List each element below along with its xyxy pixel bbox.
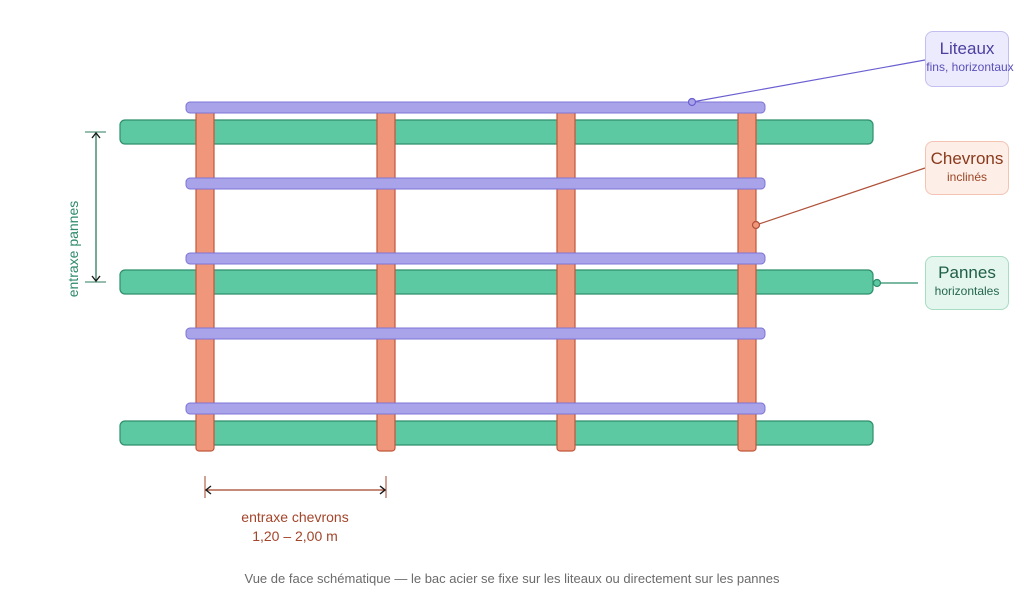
liteau-batten-5 bbox=[185, 402, 766, 415]
liteau-batten-2 bbox=[185, 177, 766, 190]
diagram-caption: Vue de face schématique — le bac acier s… bbox=[244, 571, 780, 586]
chevrons-label-box: Chevrons inclinés bbox=[925, 141, 1009, 195]
chevron-rafter-1 bbox=[195, 109, 215, 452]
chevrons-group bbox=[195, 109, 757, 452]
pannes-group bbox=[119, 119, 874, 446]
panne-beam-1 bbox=[119, 119, 874, 145]
chevron-rafter-4 bbox=[737, 109, 757, 452]
liteaux-leader-dot bbox=[687, 97, 697, 107]
pannes-title: Pannes bbox=[938, 263, 996, 282]
chevron-rafter-2 bbox=[376, 109, 396, 452]
liteaux-leader-line bbox=[691, 59, 926, 103]
liteau-batten-1 bbox=[185, 101, 766, 114]
chevrons-leader-dot bbox=[751, 220, 761, 230]
pannes-label-box: Pannes horizontales bbox=[925, 256, 1009, 310]
liteaux-title: Liteaux bbox=[939, 39, 995, 58]
entraxe-chevrons-label: entraxe chevrons bbox=[241, 509, 349, 525]
leader-lines bbox=[687, 59, 926, 288]
pannes-subtitle: horizontales bbox=[934, 283, 1000, 298]
entraxe-chevrons-label-block: entraxe chevrons 1,20 – 2,00 m bbox=[195, 508, 395, 546]
entraxe-pannes-label: entraxe pannes bbox=[65, 200, 81, 298]
chevron-rafter-3 bbox=[556, 109, 576, 452]
liteaux-group bbox=[185, 101, 766, 415]
chevrons-leader-line bbox=[755, 167, 926, 226]
entraxe-chevrons-dimension bbox=[204, 476, 387, 498]
pannes-leader-dot bbox=[872, 278, 882, 288]
liteau-batten-4 bbox=[185, 327, 766, 340]
liteaux-label-box: Liteaux fins, horizontaux bbox=[925, 31, 1014, 87]
entraxe-pannes-dimension bbox=[85, 131, 106, 283]
chevrons-title: Chevrons bbox=[930, 149, 1004, 168]
panne-beam-3 bbox=[119, 420, 874, 446]
entraxe-chevrons-value: 1,20 – 2,00 m bbox=[252, 527, 338, 544]
liteau-batten-3 bbox=[185, 252, 766, 265]
chevrons-subtitle: inclinés bbox=[946, 169, 988, 184]
panne-beam-2 bbox=[119, 269, 874, 295]
liteaux-subtitle: fins, horizontaux bbox=[926, 59, 1014, 74]
